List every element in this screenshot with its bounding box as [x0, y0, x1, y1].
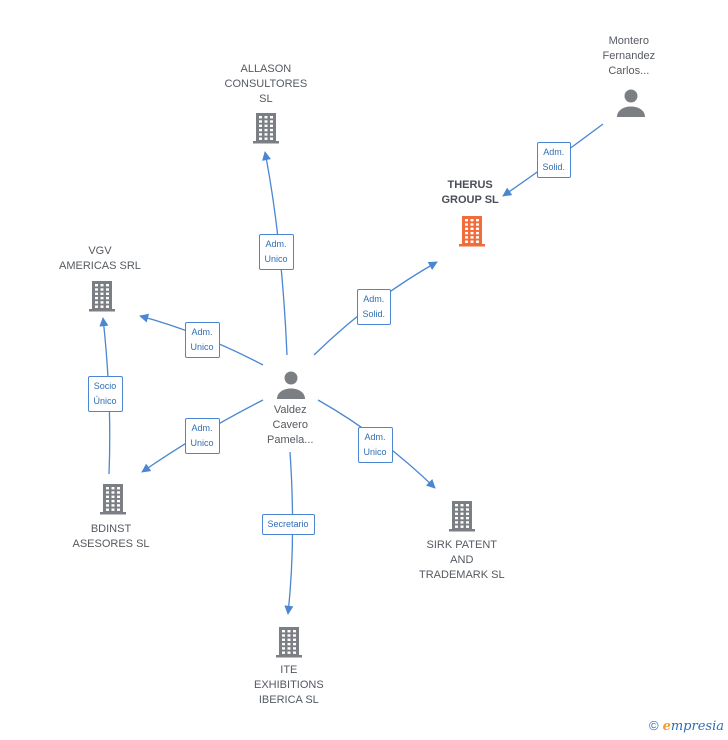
edge-label-vgv-bdinst: Socio Único	[87, 376, 123, 412]
building-icon-ite[interactable]	[276, 627, 302, 658]
node-label-valdez[interactable]: Valdez Cavero Pamela...	[267, 404, 314, 446]
node-label-therus[interactable]: THERUS GROUP SL	[441, 179, 499, 206]
node-label-sirk[interactable]: SIRK PATENT AND TRADEMARK SL	[419, 539, 505, 581]
footer-brand: ©empresia	[649, 718, 724, 734]
node-label-bdinst[interactable]: BDINST ASESORES SL	[72, 523, 150, 550]
edge-label-ite: Secretario	[261, 513, 315, 535]
edge-label-allason: Adm. Unico	[258, 234, 294, 270]
building-icon-allason[interactable]	[253, 113, 279, 144]
person-icon-valdez[interactable]	[277, 371, 305, 400]
edge-label-therus: Adm. Solid.	[356, 289, 392, 325]
node-label-allason[interactable]: ALLASON CONSULTORES SL	[224, 63, 308, 105]
building-icon-vgv[interactable]	[89, 281, 115, 312]
building-icon-bdinst[interactable]	[100, 484, 126, 515]
node-label-ite[interactable]: ITE EXHIBITIONS IBERICA SL	[254, 664, 324, 706]
person-icon-montero[interactable]	[617, 89, 645, 118]
building-icon-therus[interactable]	[459, 216, 485, 247]
edge-valdez-to-ite	[284, 451, 294, 615]
node-label-vgv[interactable]: VGV AMERICAS SRL	[59, 245, 141, 272]
edge-label-montero-therus: Adm. Solid.	[536, 142, 572, 178]
building-icon-sirk[interactable]	[449, 501, 475, 532]
edge-label-sirk: Adm. Unico	[357, 427, 393, 463]
node-label-montero[interactable]: Montero Fernandez Carlos...	[602, 35, 656, 77]
empresia-logo: empresia	[662, 719, 724, 734]
edge-label-vgv: Adm. Unico	[184, 322, 220, 358]
copyright-symbol: ©	[648, 718, 659, 733]
edge-label-bdinst: Adm. Unico	[184, 418, 220, 454]
